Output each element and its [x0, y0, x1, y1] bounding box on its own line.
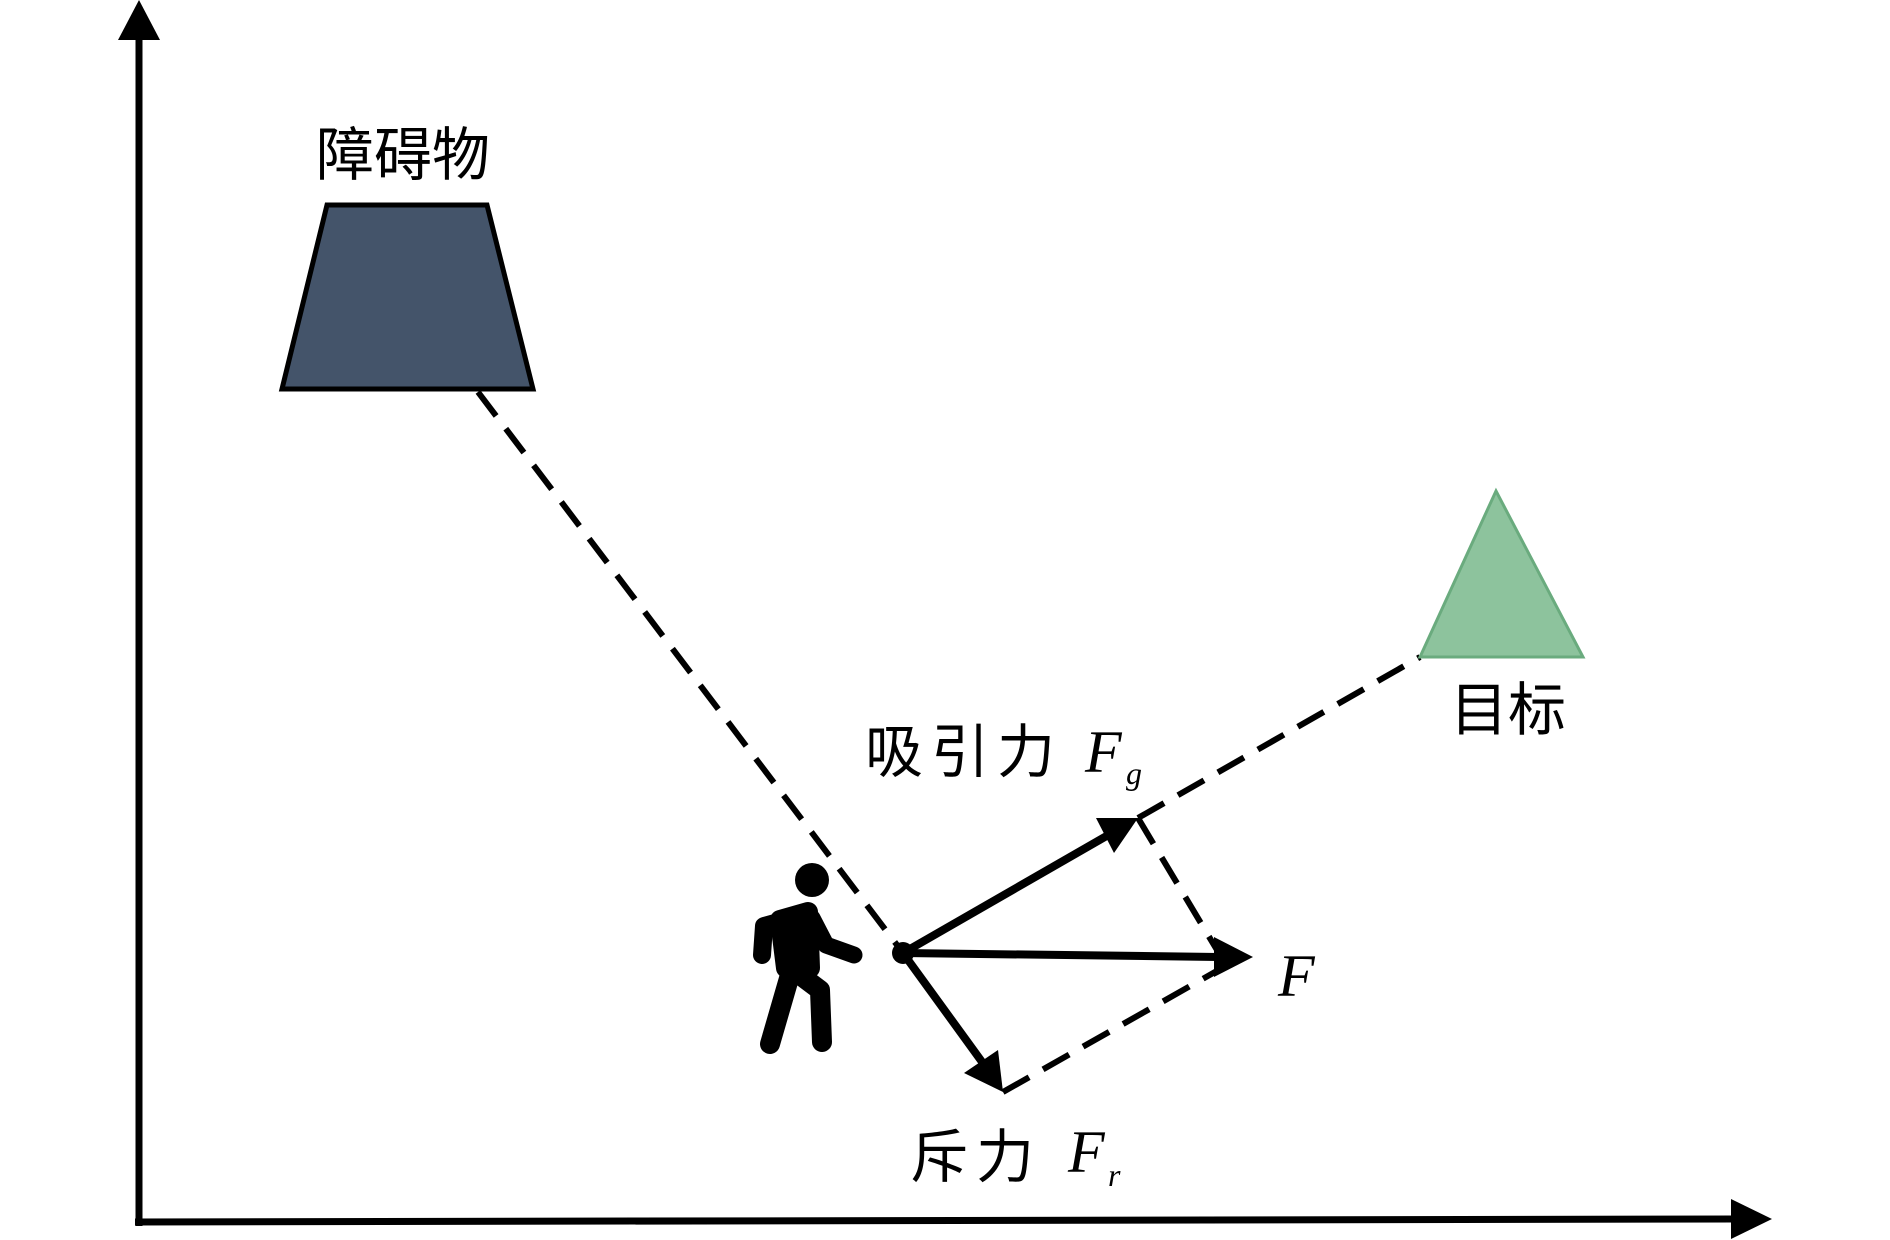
repulsion-label-text: 斥力: [910, 1123, 1042, 1191]
resultant-force-arrowhead: [1214, 937, 1253, 977]
repulsion-force-arrow: [899, 950, 989, 1069]
resultant-force-label: F: [1277, 943, 1316, 1009]
parallelogram-edge-fr-to-f: [1001, 965, 1224, 1095]
attraction-label: 吸引力 F g: [865, 718, 1142, 791]
obstacle-shape: [278, 202, 537, 392]
x-axis: [134, 1215, 1736, 1226]
obstacle-label: 障碍物: [316, 121, 490, 189]
attraction-force-arrow: [901, 830, 1112, 957]
guide-lines: [475, 390, 1422, 1095]
resultant-force-arrow: [902, 949, 1219, 961]
goal-distance-line: [1136, 654, 1422, 821]
agent-position-point: [892, 942, 914, 964]
attraction-force-arrowhead: [1096, 818, 1138, 853]
repulsion-label-symbol: F: [1067, 1119, 1106, 1185]
axes: [118, 0, 1772, 1239]
y-axis-arrowhead: [118, 0, 160, 40]
repulsion-label-subscript: r: [1108, 1157, 1121, 1193]
parallelogram-edge-fg-to-f: [1135, 816, 1223, 957]
repulsion-force-arrowhead: [964, 1050, 1003, 1092]
attraction-label-text: 吸引力: [865, 718, 1063, 786]
attraction-label-subscript: g: [1126, 755, 1142, 791]
obstacle-distance-line: [475, 390, 906, 955]
force-vectors: [892, 818, 1253, 1092]
walking-person-icon: [753, 863, 863, 1054]
repulsion-label: 斥力 F r: [910, 1119, 1121, 1193]
x-axis-arrowhead: [1731, 1199, 1772, 1239]
goal-label: 目标: [1450, 676, 1566, 744]
attraction-label-symbol: F: [1084, 719, 1123, 785]
goal-shape: [1417, 487, 1586, 659]
